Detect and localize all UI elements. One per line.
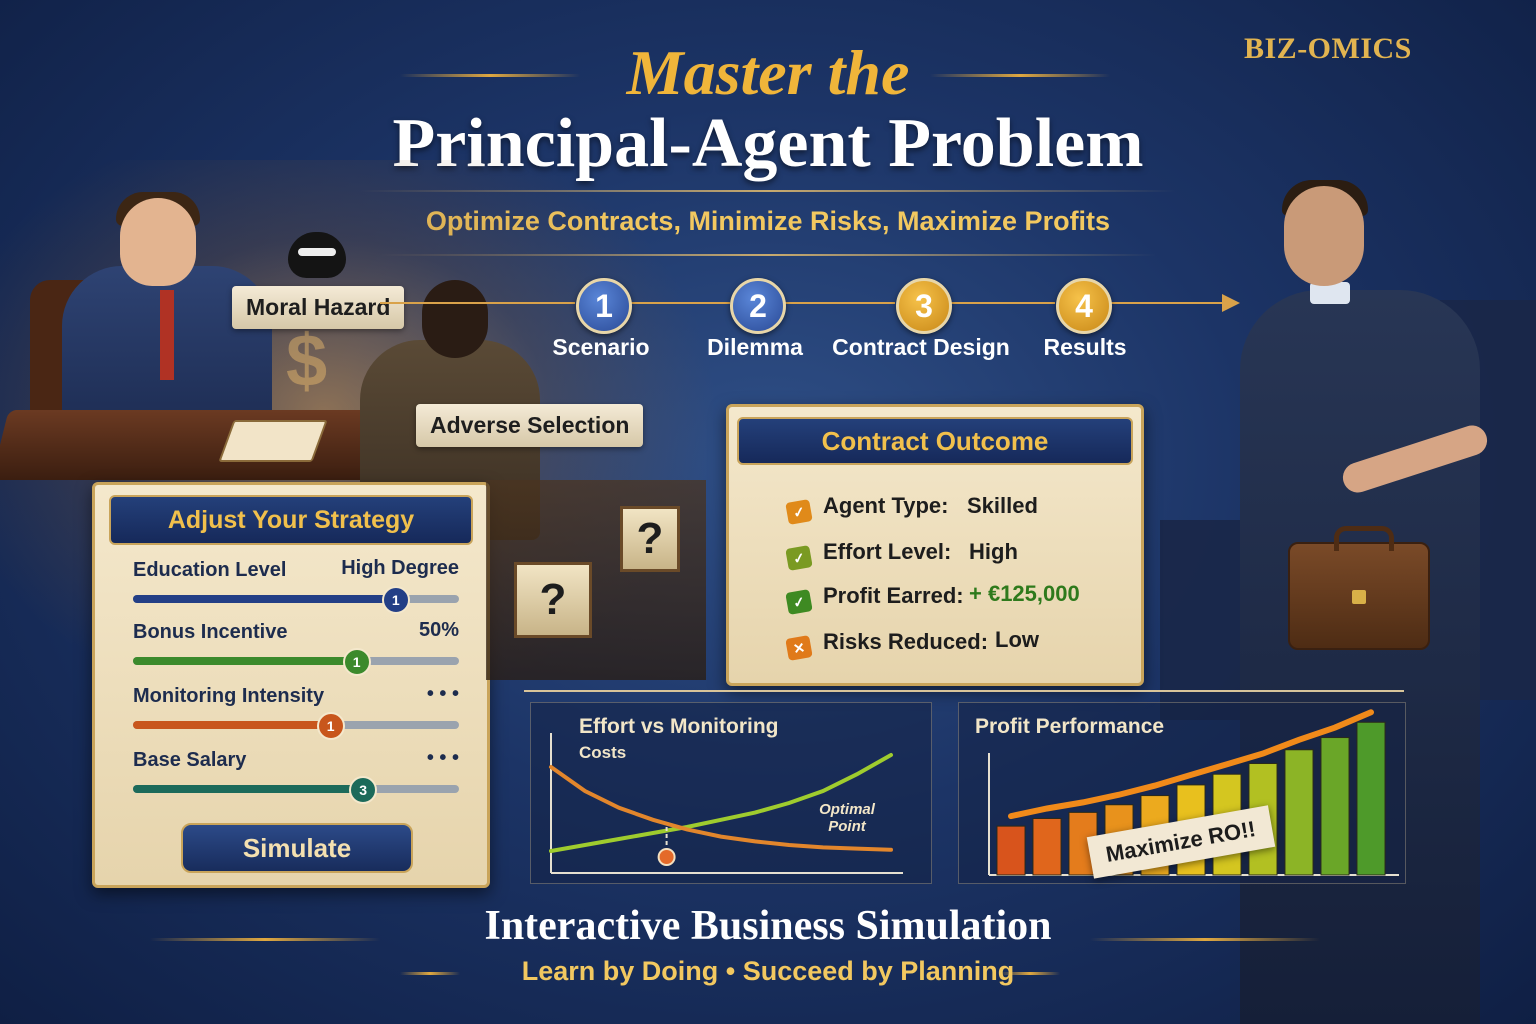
step-connector — [1110, 302, 1225, 304]
mystery-box: ? — [514, 562, 592, 638]
adverse-selection-tag: Adverse Selection — [416, 404, 644, 447]
slider-fill — [133, 595, 394, 603]
footer-subtitle: Learn by Doing • Succeed by Planning — [521, 956, 1015, 986]
slider-label: Monitoring Intensity — [133, 685, 325, 707]
monitoring-cost-line — [549, 765, 893, 852]
mystery-box: ? — [620, 506, 680, 572]
profit-bar — [1284, 749, 1314, 876]
bandit-mask-icon — [288, 232, 346, 278]
chart-title: Profit Performance — [975, 715, 1165, 738]
outcome-row-profit: ✓ Profit Earred: — [785, 583, 964, 615]
step-2-label[interactable]: Dilemma — [707, 334, 803, 360]
profit-bar — [996, 825, 1026, 876]
title-line-1: Master the — [626, 37, 910, 108]
slider-label: Education Level — [133, 559, 287, 581]
slider-value: 50% — [418, 619, 459, 641]
step-1-badge[interactable]: 1 — [576, 278, 632, 334]
footer-divider-left — [150, 938, 380, 941]
chart-title: Effort vs Monitoring — [579, 715, 779, 738]
outcome-row-agent-type: ✓ Agent Type: — [785, 493, 949, 525]
outcome-title: Contract Outcome — [737, 417, 1133, 465]
effort-monitoring-plot — [549, 733, 903, 874]
strategy-title: Adjust Your Strategy — [109, 495, 473, 545]
slider-value: High Degree — [341, 557, 459, 579]
education-level-slider[interactable]: 1 — [133, 586, 459, 614]
slider-fill — [133, 721, 329, 729]
outcome-value: High — [969, 539, 1018, 564]
outcome-label: Agent Type: — [823, 493, 949, 518]
base-salary-slider[interactable]: 3 — [133, 776, 459, 804]
footer-title: Interactive Business Simulation — [484, 903, 1052, 949]
slider-knob[interactable]: 3 — [349, 776, 378, 804]
slider-label: Bonus Incentive — [133, 621, 288, 643]
outcome-label: Effort Level: — [823, 539, 952, 564]
profit-bar — [1320, 737, 1350, 876]
businessman-collar — [1310, 282, 1350, 304]
outcome-label: Profit Earred: — [823, 583, 964, 608]
title-divider-left — [400, 74, 580, 77]
green-check-icon: ✓ — [785, 545, 813, 571]
step-connector — [785, 302, 895, 304]
chart-divider — [524, 690, 1404, 692]
bonus-incentive-slider[interactable]: 1 — [133, 648, 459, 676]
step-connector — [950, 302, 1055, 304]
step-1-label[interactable]: Scenario — [552, 334, 650, 360]
brand-logo: BIZ-OMICS — [1244, 32, 1412, 65]
businessman-figure — [1240, 290, 1480, 1024]
profit-performance-chart: Profit Performance Maximize RO!! — [958, 702, 1406, 884]
businessman-head — [1284, 186, 1364, 286]
step-connector — [630, 302, 730, 304]
footer-sub-divider-right — [1000, 972, 1060, 975]
slider-value: • • • — [426, 747, 459, 769]
briefcase-icon — [1288, 526, 1430, 650]
dollar-sign-icon: $ — [286, 319, 328, 402]
profit-bar — [1032, 817, 1062, 876]
footer-divider-right — [1090, 938, 1320, 941]
orange-x-icon: ✕ — [785, 635, 813, 661]
open-book — [218, 420, 328, 462]
moral-hazard-tag: Moral Hazard — [232, 286, 405, 329]
chart-subtitle: Costs — [579, 743, 627, 762]
outcome-row-risks: ✕ Risks Reduced: — [785, 629, 989, 661]
step-connector — [380, 302, 575, 304]
outcome-row-effort-level: ✓ Effort Level: — [785, 539, 952, 571]
principal-head — [120, 198, 196, 286]
title-underline — [360, 190, 1176, 192]
step-3-label[interactable]: Contract Design — [832, 334, 1010, 360]
effort-cost-line — [549, 753, 893, 853]
optimal-point-marker — [657, 848, 676, 866]
slider-label: Base Salary — [133, 749, 247, 771]
title-divider-right — [930, 74, 1110, 77]
optimal-point-label: Optimal Point — [819, 801, 875, 835]
city-building — [1160, 520, 1240, 720]
outcome-value: Skilled — [967, 493, 1038, 518]
green-check-icon: ✓ — [785, 589, 813, 615]
outcome-label: Risks Reduced: — [823, 629, 989, 654]
agent-head — [422, 280, 488, 358]
step-4-badge[interactable]: 4 — [1056, 278, 1112, 334]
footer-sub-divider-left — [400, 972, 460, 975]
subtitle-underline — [380, 254, 1156, 256]
trend-arrow-line — [1008, 709, 1374, 820]
simulate-button[interactable]: Simulate — [181, 823, 413, 873]
slider-knob[interactable]: 1 — [381, 586, 410, 614]
orange-check-icon: ✓ — [785, 499, 813, 525]
contract-outcome-panel: Contract Outcome ✓ Agent Type: Skilled ✓ E… — [726, 404, 1144, 686]
profit-bar — [1356, 721, 1386, 876]
step-3-badge[interactable]: 3 — [896, 278, 952, 334]
strategy-panel: Adjust Your Strategy Education Level Hig… — [92, 482, 490, 888]
outcome-value: Low — [995, 627, 1039, 652]
step-2-badge[interactable]: 2 — [730, 278, 786, 334]
slider-value: • • • — [426, 683, 459, 705]
slider-fill — [133, 657, 355, 665]
arrow-right-icon — [1222, 294, 1240, 312]
step-4-label[interactable]: Results — [1043, 334, 1127, 360]
slider-knob[interactable]: 1 — [316, 712, 345, 740]
monitoring-intensity-slider[interactable]: 1 — [133, 712, 459, 740]
slider-fill — [133, 785, 362, 793]
effort-monitoring-chart: Effort vs Monitoring Costs Optimal Point — [530, 702, 932, 884]
principal-tie — [160, 290, 174, 380]
slider-knob[interactable]: 1 — [342, 648, 371, 676]
outcome-value: + €125,000 — [969, 581, 1080, 606]
